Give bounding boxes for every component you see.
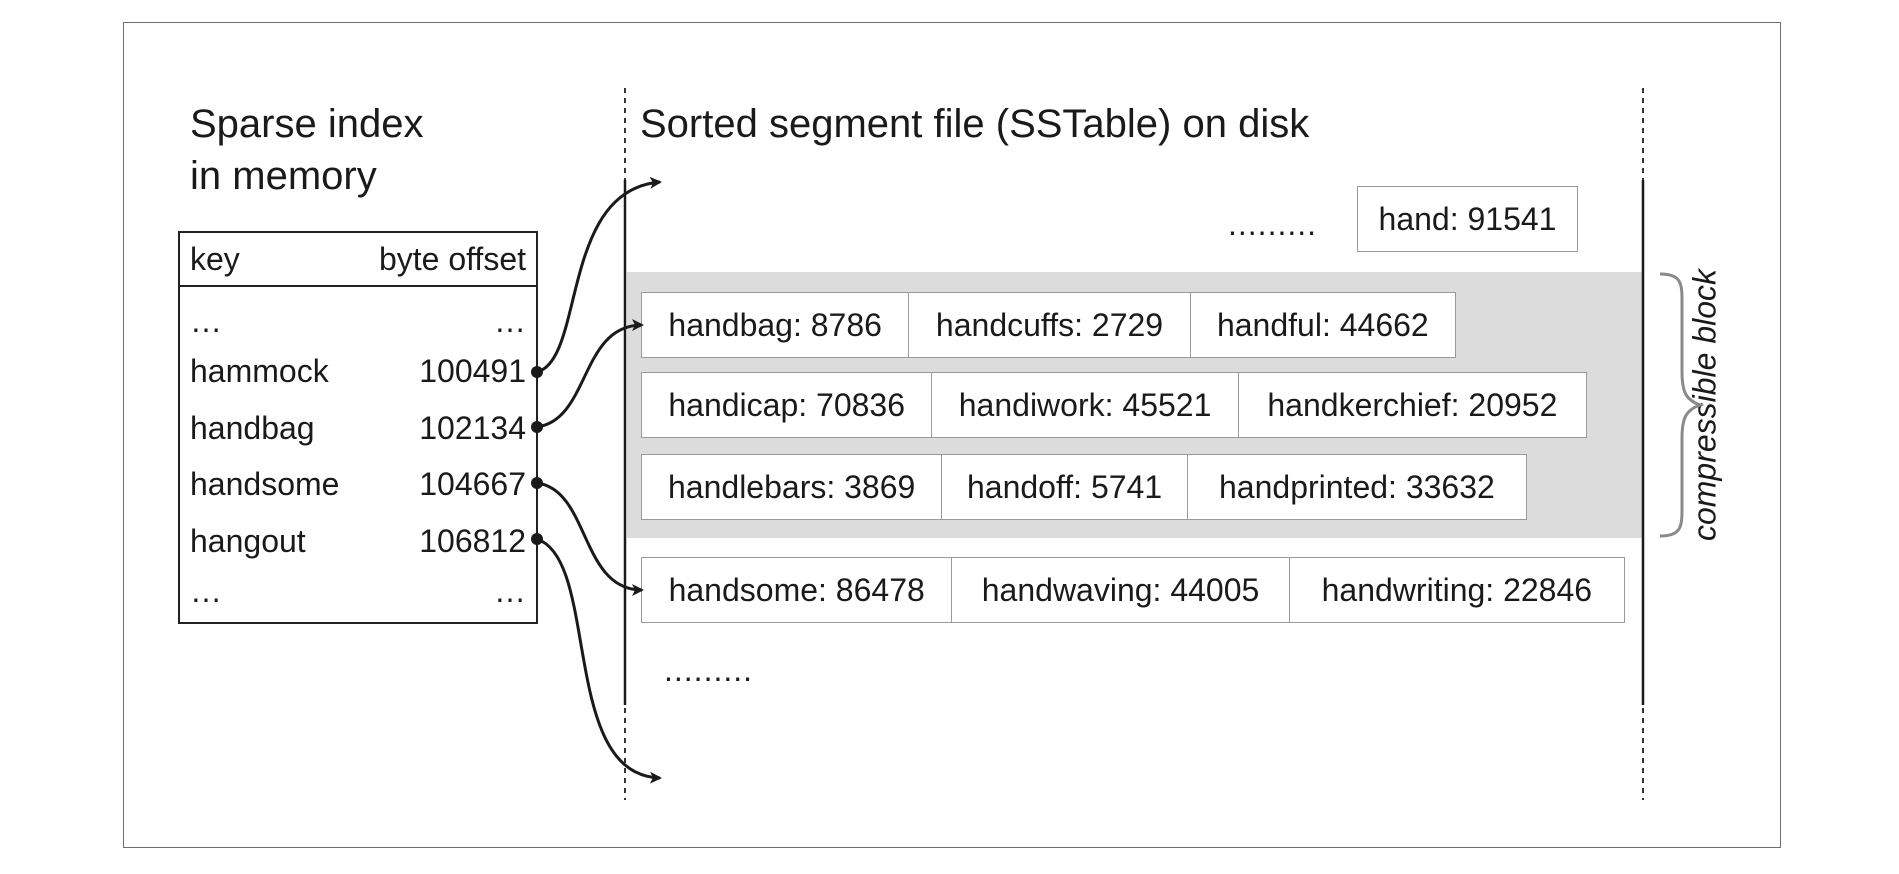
index-row-key: hangout <box>190 523 306 559</box>
segment-entry: hand: 91541 <box>1378 200 1557 237</box>
index-ellipsis-bottom-key: … <box>190 573 222 609</box>
segment-entry-row: handsome: 86478 handwaving: 44005 handwr… <box>641 557 1625 623</box>
segment-entry: handwriting: 22846 <box>1321 571 1593 608</box>
index-row-offset: 102134 <box>419 410 526 446</box>
segment-entry: handkerchief: 20952 <box>1267 386 1558 423</box>
sparse-index-table: key byte offset … … hammock 100491 handb… <box>178 231 538 624</box>
segment-entry-box: hand: 91541 <box>1357 186 1578 252</box>
pointer-arrow <box>536 537 662 784</box>
sparse-index-title: Sparse index in memory <box>190 98 490 202</box>
index-row-key: hammock <box>190 353 329 389</box>
index-header-offset: byte offset <box>378 241 526 277</box>
index-row-key: handbag <box>190 410 315 446</box>
index-row-offset: 104667 <box>419 466 526 502</box>
pointer-arrow <box>536 481 644 596</box>
segment-entry: handwaving: 44005 <box>952 558 1290 622</box>
compressible-block-brace <box>1659 272 1705 538</box>
index-row-offset: 100491 <box>419 353 526 389</box>
pointer-arrow <box>536 176 662 374</box>
segment-entry-row: handlebars: 3869 handoff: 5741 handprint… <box>641 454 1527 520</box>
segment-entry-row: handicap: 70836 handiwork: 45521 handker… <box>641 372 1587 438</box>
sparse-index-title-line2: in memory <box>190 154 377 198</box>
segment-entry: handprinted: 33632 <box>1219 468 1495 505</box>
segment-entry: handsome: 86478 <box>642 558 953 622</box>
index-row-key: handsome <box>190 466 340 502</box>
sparse-index-title-line1: Sparse index <box>190 102 424 146</box>
index-header: key byte offset <box>180 233 536 287</box>
segment-entry: handcuffs: 2729 <box>909 293 1191 357</box>
segment-top-dots: ......... <box>1228 206 1318 242</box>
segment-entry: handful: 44662 <box>1216 306 1429 343</box>
sstable-title: Sorted segment file (SSTable) on disk <box>640 102 1310 146</box>
segment-entry-row: handbag: 8786 handcuffs: 2729 handful: 4… <box>641 292 1456 358</box>
pointer-arrow <box>536 319 644 429</box>
segment-entry: handicap: 70836 <box>642 373 933 437</box>
segment-entry: handiwork: 45521 <box>932 373 1239 437</box>
segment-entry: handlebars: 3869 <box>642 455 943 519</box>
index-ellipsis-bottom-offset: … <box>494 573 526 609</box>
segment-entry: handoff: 5741 <box>942 455 1188 519</box>
index-header-key: key <box>190 241 240 277</box>
index-ellipsis-top-key: … <box>190 303 222 339</box>
index-row-offset: 106812 <box>419 523 526 559</box>
segment-entry: handbag: 8786 <box>642 293 910 357</box>
index-ellipsis-top-offset: … <box>494 303 526 339</box>
diagram-frame <box>123 22 1781 848</box>
segment-bottom-dots: ......... <box>664 652 754 688</box>
